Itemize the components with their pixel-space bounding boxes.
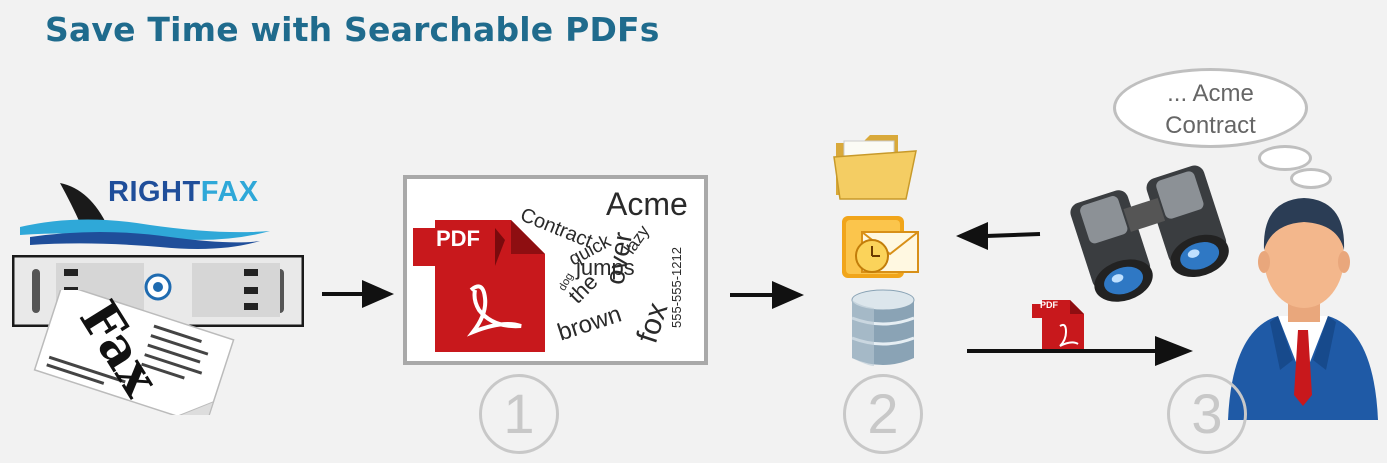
shark-fin-logo-icon [20,183,270,249]
businessman-icon [1228,198,1378,420]
word-acme: Acme [606,186,688,222]
rightfax-logo: RIGHTFAX [108,176,259,209]
word-phone: 555-555-1212 [668,247,684,328]
folder-icon [833,135,917,200]
pdf-label: PDF [436,226,480,251]
binoculars-icon [1070,165,1229,302]
thought-bubble: ... Acme Contract [1113,68,1308,148]
thought-dot-icon [1290,168,1332,189]
page-title: Save Time with Searchable PDFs [45,10,660,49]
step-3-badge: 3 [1167,374,1247,454]
arrow-right-icon [322,280,394,308]
thought-line-1: ... Acme [1167,80,1254,107]
pdf-file-icon [413,220,545,352]
word-jumps: jumps [576,255,635,280]
fax-paper-icon [33,290,235,415]
email-calendar-icon [842,216,919,278]
logo-part-fax: FAX [200,176,259,208]
small-pdf-icon [1032,300,1084,352]
logo-part-right: RIGHT [108,176,201,208]
arrow-right-icon [967,336,1193,366]
arrow-right-icon [730,281,804,309]
small-pdf-label: PDF [1040,300,1058,310]
step-2-badge: 2 [843,374,923,454]
arrow-left-icon [956,222,1041,250]
database-icon [851,289,915,366]
thought-dot-icon [1258,145,1312,171]
thought-line-2: Contract [1165,112,1256,139]
step-1-badge: 1 [479,374,559,454]
